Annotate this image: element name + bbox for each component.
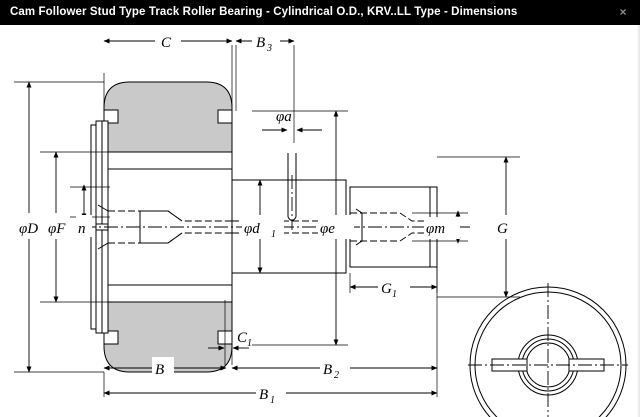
dim-C1: C 1 <box>208 300 252 365</box>
dim-G: G <box>437 156 520 298</box>
window-right-edge <box>637 25 640 417</box>
inner-flange-edge-l <box>97 242 109 250</box>
dim-label-G1-sub: 1 <box>392 289 397 300</box>
raceway-band-upper <box>107 151 233 170</box>
internal-bore-upper <box>108 210 232 222</box>
inner-flange-edge-u <box>97 204 109 212</box>
dim-label-G: G <box>497 221 508 237</box>
dim-B3: B 3 <box>235 30 295 143</box>
dim-label-phid1-sub: 1 <box>271 229 276 240</box>
socket-mouth-u <box>355 208 363 214</box>
dim-n: n <box>70 184 110 237</box>
hex-socket-lower <box>350 232 430 242</box>
outer-ring-upper <box>103 81 233 153</box>
dim-label-phie: φe <box>320 221 335 237</box>
close-icon[interactable]: × <box>619 5 627 19</box>
dim-label-B3: B <box>256 35 265 51</box>
window-titlebar: Cam Follower Stud Type Track Roller Bear… <box>0 0 640 25</box>
dim-label-phiF: φF <box>48 221 66 237</box>
dim-label-C: C <box>161 35 172 51</box>
drawing-canvas: C B 3 φD φF <box>0 25 640 417</box>
dim-label-B2-sub: 2 <box>334 370 339 381</box>
socket-mouth-l <box>355 240 363 246</box>
dim-B1: B 1 <box>103 382 438 406</box>
end-view <box>468 283 628 417</box>
dim-phim: φm <box>412 210 468 244</box>
window-title: Cam Follower Stud Type Track Roller Bear… <box>10 6 518 18</box>
dim-label-B1-sub: 1 <box>270 395 275 406</box>
bore-step-solid2 <box>140 232 183 244</box>
dim-C: C <box>103 30 233 111</box>
dim-label-C1-sub: 1 <box>247 338 252 349</box>
dim-label-phid1: φd <box>244 221 260 237</box>
dim-phie: φe <box>252 110 354 346</box>
dim-label-phiD: φD <box>19 221 38 237</box>
dim-label-C1: C <box>237 330 248 346</box>
dim-B: B <box>103 357 227 397</box>
dim-phid1: φd 1 <box>242 179 284 274</box>
dim-label-B1: B <box>259 387 268 403</box>
ring-notch-ll <box>103 330 119 345</box>
dim-label-phim: φm <box>426 221 445 237</box>
dim-label-B2: B <box>323 362 332 378</box>
bore-step-solid <box>140 210 183 222</box>
dim-G1: G 1 <box>349 267 438 300</box>
dim-label-phia: φa <box>276 109 292 125</box>
dim-B2: B 2 <box>231 267 438 397</box>
dim-label-B3-sub: 3 <box>266 43 272 54</box>
internal-bore-lower <box>108 232 232 244</box>
bearing-cross-section-svg: C B 3 φD φF <box>14 30 628 417</box>
ring-notch-ul <box>103 109 119 124</box>
hex-socket-upper <box>350 212 430 222</box>
dim-label-G1: G <box>381 281 392 297</box>
dim-label-n: n <box>78 221 86 237</box>
ring-notch-ur <box>217 109 233 124</box>
raceway-band-lower <box>107 284 233 303</box>
dim-phia: φa <box>262 109 322 133</box>
outer-ring-lower <box>103 301 233 373</box>
dim-label-B: B <box>155 362 164 378</box>
